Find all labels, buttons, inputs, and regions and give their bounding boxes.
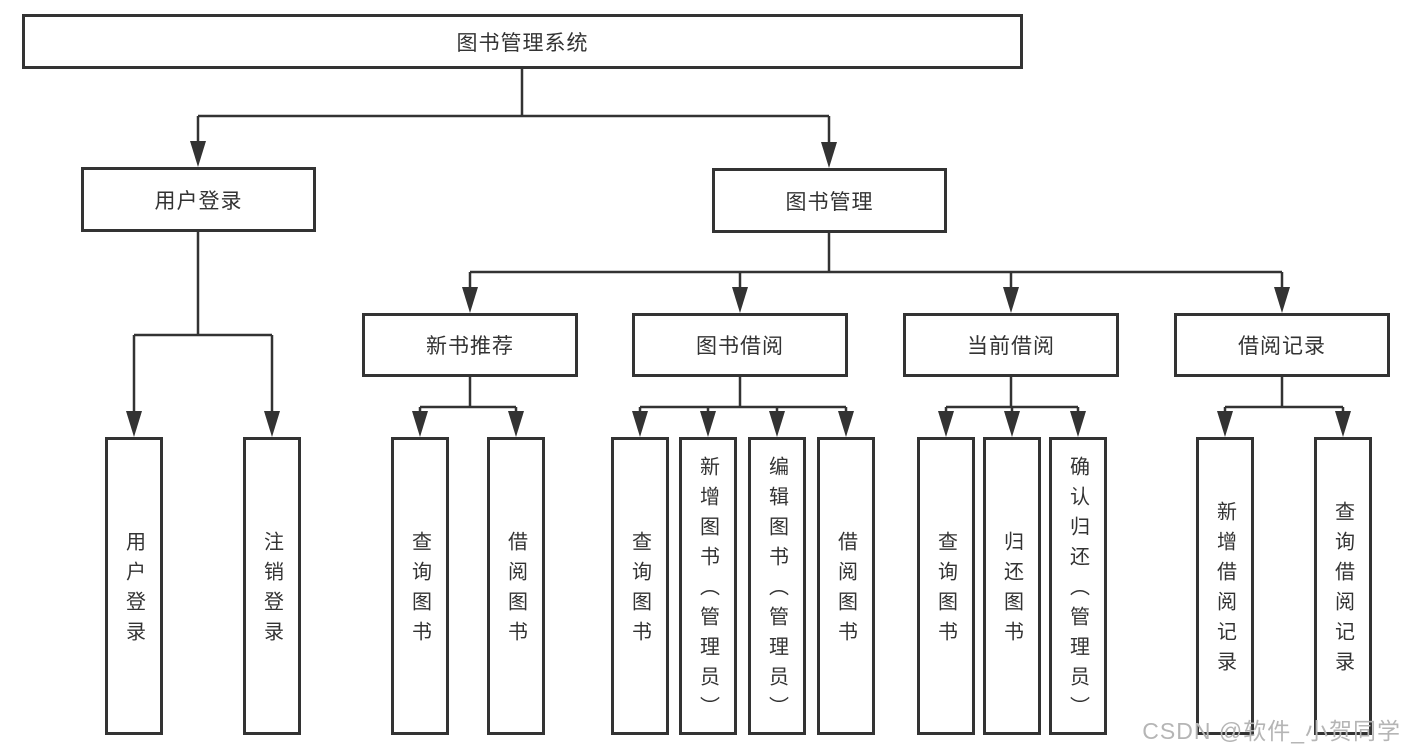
node-label: 注销登录: [260, 531, 283, 651]
node-borrowing-records: 借阅记录: [1174, 313, 1390, 377]
leaf-query-books-recommend: 查询图书: [391, 437, 449, 735]
leaf-query-borrow-record: 查询借阅记录: [1314, 437, 1372, 735]
node-label: 图书管理系统: [456, 31, 589, 55]
node-label: 借阅图书: [834, 531, 857, 651]
leaf-add-book-admin: 新增图书（管理员）: [679, 437, 737, 735]
node-label: 查询图书: [408, 531, 431, 651]
node-user-login: 用户登录: [81, 167, 316, 232]
node-label: 图书借阅: [696, 335, 784, 358]
node-label: 用户登录: [154, 189, 243, 213]
node-label: 新书推荐: [426, 335, 514, 358]
node-book-management: 图书管理: [712, 168, 947, 233]
leaf-edit-book-admin: 编辑图书（管理员）: [748, 437, 806, 735]
node-label: 当前借阅: [967, 335, 1055, 358]
leaf-add-borrow-record: 新增借阅记录: [1196, 437, 1254, 735]
node-label: 归还图书: [1000, 531, 1023, 651]
node-label: 新增借阅记录: [1213, 501, 1236, 681]
leaf-query-books-borrow: 查询图书: [611, 437, 669, 735]
node-label: 借阅记录: [1238, 335, 1326, 358]
node-library-system: 图书管理系统: [22, 14, 1023, 69]
node-label: 新增图书（管理员）: [696, 456, 719, 726]
leaf-borrow-books-recommend: 借阅图书: [487, 437, 545, 735]
node-label: 用户登录: [122, 531, 145, 651]
node-current-borrowing: 当前借阅: [903, 313, 1119, 377]
node-label: 确认归还（管理员）: [1066, 456, 1089, 726]
node-book-borrowing: 图书借阅: [632, 313, 848, 377]
node-label: 查询借阅记录: [1331, 501, 1354, 681]
leaf-logout: 注销登录: [243, 437, 301, 735]
node-label: 查询图书: [628, 531, 651, 651]
node-new-book-recommend: 新书推荐: [362, 313, 578, 377]
csdn-watermark: CSDN @软件_小贺同学: [1142, 718, 1401, 744]
node-label: 查询图书: [934, 531, 957, 651]
node-label: 借阅图书: [504, 531, 527, 651]
node-label: 编辑图书（管理员）: [765, 456, 788, 726]
node-label: 图书管理: [785, 190, 874, 214]
leaf-confirm-return-admin: 确认归还（管理员）: [1049, 437, 1107, 735]
leaf-query-books-current: 查询图书: [917, 437, 975, 735]
leaf-user-login: 用户登录: [105, 437, 163, 735]
leaf-borrow-books: 借阅图书: [817, 437, 875, 735]
leaf-return-book: 归还图书: [983, 437, 1041, 735]
